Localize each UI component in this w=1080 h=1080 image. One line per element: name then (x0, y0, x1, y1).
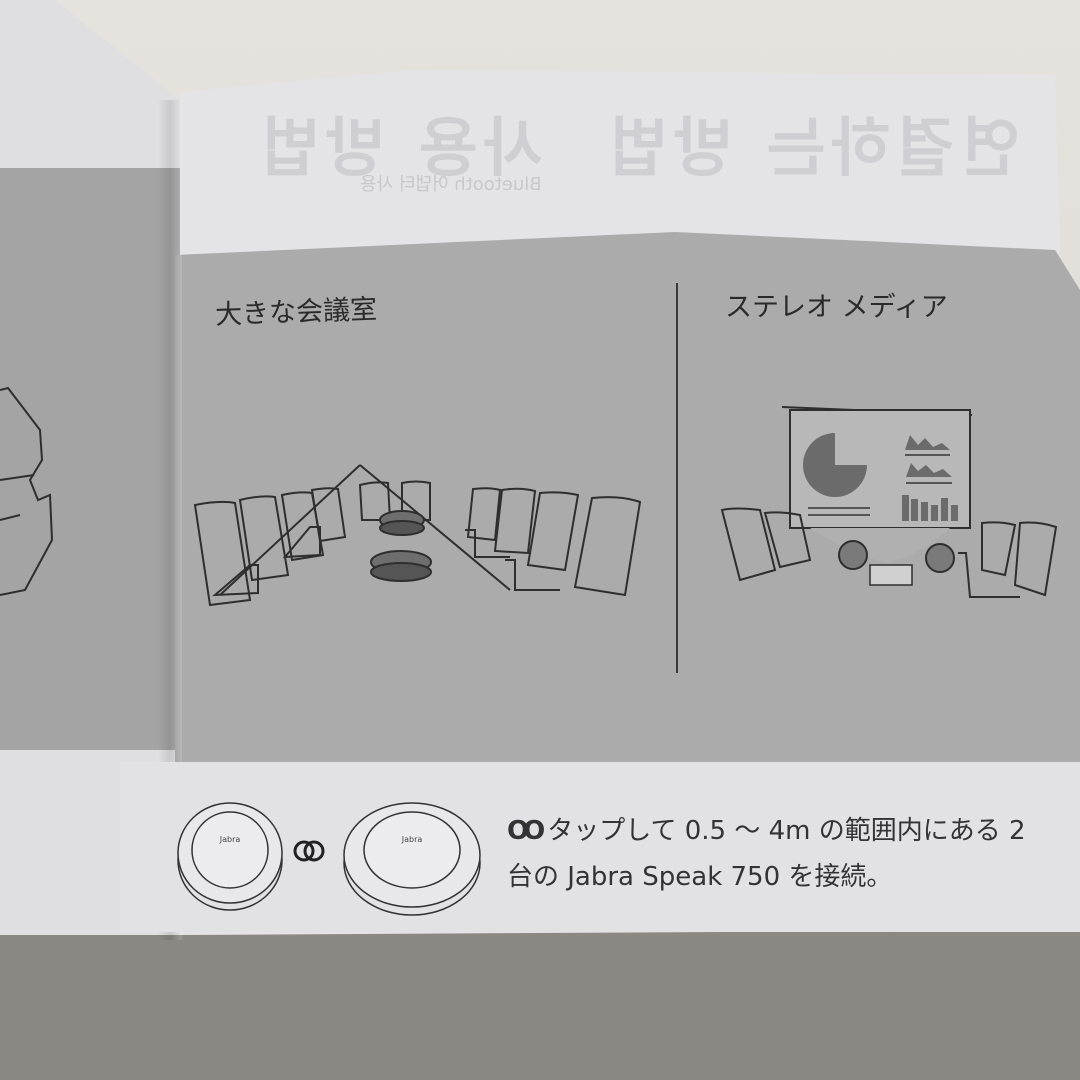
left-page-grey-panel (0, 168, 180, 750)
large-meeting-room-illustration (193, 464, 642, 607)
link-icon: OO (507, 816, 545, 846)
left-page-chair-illustration (0, 386, 54, 596)
stereo-media-label: ステレオ メディア (725, 292, 948, 323)
svg-text:Jabra: Jabra (401, 835, 423, 844)
jabra-speaker-left: Jabra (177, 802, 283, 911)
link-icon (293, 840, 325, 862)
jabra-speaker-right: Jabra (343, 802, 481, 916)
panel-divider (676, 283, 678, 673)
reverse-page-ghost-subtitle: Bluetooth 어댑터 사용 (360, 174, 542, 195)
reverse-page-ghost-title: 연결하는 방법 사용 방법 (254, 112, 1020, 186)
stereo-media-illustration (720, 406, 1058, 598)
left-page (0, 0, 180, 935)
svg-text:Jabra: Jabra (219, 835, 241, 844)
large-meeting-room-label: 大きな会議室 (214, 294, 378, 331)
